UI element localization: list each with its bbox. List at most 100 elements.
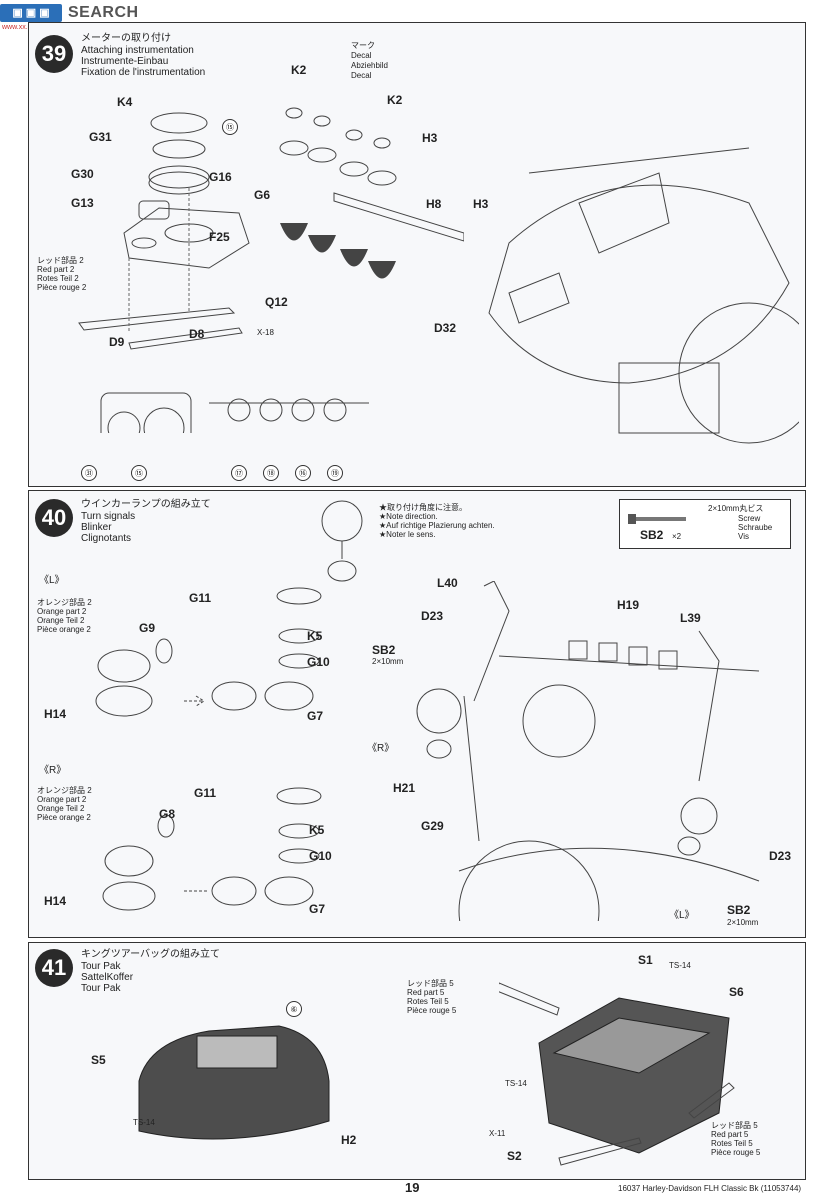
decal-31-marker: ㉛ — [81, 465, 97, 481]
step-title-en: Tour Pak — [81, 961, 121, 972]
part-label-g11a: G11 — [189, 591, 212, 605]
step-number: 39 — [35, 35, 73, 73]
part-label-l40: L40 — [437, 576, 458, 590]
motorcycle-front-diagram — [488, 147, 799, 444]
screw-de: Schraube — [738, 523, 773, 532]
part-label-g31: G31 — [89, 130, 112, 144]
left-mark: 《L》 — [39, 575, 65, 586]
step-title-en: Turn signals — [81, 511, 136, 522]
tour-pak-lid-diagram — [138, 1025, 330, 1140]
screw-icon — [628, 514, 686, 524]
part-label-h14a: H14 — [44, 707, 67, 721]
orange-de-l: Orange Teil 2 — [37, 616, 85, 625]
red-part-fr: Pièce rouge 2 — [37, 283, 87, 292]
orange-de-r: Orange Teil 2 — [37, 804, 85, 813]
part-label-g29: G29 — [421, 819, 444, 833]
step-title-de: SattelKoffer — [81, 972, 134, 983]
part-label-h14b: H14 — [44, 894, 67, 908]
l-mark-main: 《L》 — [669, 910, 695, 921]
part-label-k5b: K5 — [309, 823, 325, 837]
part-label-x11: X-11 — [489, 1129, 506, 1138]
orange-jp-l: オレンジ部品 2 — [37, 598, 92, 607]
red5-en-b: Red part 5 — [711, 1130, 749, 1139]
gauge-row-diagram — [209, 398, 369, 422]
screw-size: 2×10mm丸ビス — [708, 504, 764, 513]
step-title-jp: ウインカーランプの組み立て — [81, 499, 211, 510]
meter-assembly-diagram — [78, 112, 250, 433]
part-label-ts14a: TS-14 — [669, 961, 691, 970]
blinker-installation-diagram — [416, 581, 760, 921]
orange-jp-r: オレンジ部品 2 — [37, 786, 92, 795]
step-title-fr: Tour Pak — [81, 983, 121, 994]
logo-text: SEARCH — [68, 4, 139, 21]
note-de: ★Auf richtige Plazierung achten. — [379, 521, 495, 530]
right-blinker-diagram — [102, 787, 322, 911]
decal-17-marker: ⑰ — [231, 465, 247, 481]
step-title-en: Attaching instrumentation — [81, 45, 194, 56]
direction-note-lamp-diagram — [321, 500, 363, 582]
screw-qty: ×2 — [672, 532, 682, 541]
note-fr: ★Noter le sens. — [379, 530, 436, 539]
part-label-g10a: G10 — [307, 655, 330, 669]
part-label-d32: D32 — [434, 321, 457, 335]
red5-jp-b: レッド部品 5 — [711, 1121, 758, 1130]
part-label-d23b: D23 — [769, 849, 792, 863]
decal-en: Decal — [351, 51, 372, 60]
red-part-de: Rotes Teil 2 — [37, 274, 79, 283]
part-label-l39: L39 — [680, 611, 701, 625]
label-x18: X-18 — [257, 328, 274, 337]
screw-callout-box: 2×10mm丸ビス Screw Schraube Vis SB2 ×2 — [619, 499, 791, 549]
note-en: ★Note direction. — [379, 512, 438, 521]
part-label-d23a: D23 — [421, 609, 444, 623]
step-number: 41 — [35, 949, 73, 987]
part-label-sb2a-size: 2×10mm — [372, 657, 404, 666]
note-jp: ★取り付け角度に注意。 — [379, 503, 467, 512]
red5-de-b: Rotes Teil 5 — [711, 1139, 753, 1148]
part-label-h3a: H3 — [422, 131, 438, 145]
part-label-sb2b: SB2 — [727, 903, 751, 917]
part-label-g9: G9 — [139, 621, 156, 635]
step-number: 40 — [35, 499, 73, 537]
decal-18-marker: ⑱ — [263, 465, 279, 481]
part-label-g13: G13 — [71, 196, 94, 210]
decal-fr: Decal — [351, 71, 372, 80]
right-mark: 《R》 — [39, 765, 67, 776]
part-label-h8: H8 — [426, 197, 442, 211]
part-label-k2b: K2 — [387, 93, 403, 107]
part-label-h2: H2 — [341, 1133, 357, 1147]
part-label-s2: S2 — [507, 1149, 522, 1163]
part-label-sb2a: SB2 — [372, 643, 396, 657]
red-part-jp: レッド部品 2 — [37, 256, 84, 265]
part-label-ts14b: TS-14 — [133, 1118, 155, 1127]
step-title-fr: Fixation de l'instrumentation — [81, 67, 206, 78]
part-label-h19: H19 — [617, 598, 640, 612]
step-40-panel: 40 ウインカーランプの組み立て Turn signals Blinker Cl… — [28, 490, 806, 938]
passing-lamps-diagram — [279, 107, 464, 279]
orange-fr-l: Pièce orange 2 — [37, 625, 91, 634]
logo-mark-icon: ▣ ▣ ▣ — [0, 4, 62, 22]
orange-en-l: Orange part 2 — [37, 607, 87, 616]
product-info: 16037 Harley-Davidson FLH Classic Bk (11… — [618, 1184, 802, 1193]
red5-fr-a: Pièce rouge 5 — [407, 1006, 457, 1015]
part-label-q12: Q12 — [265, 295, 288, 309]
part-label-f25: F25 — [209, 230, 230, 244]
part-label-s1: S1 — [638, 953, 653, 967]
decal-de: Abziehbild — [351, 61, 388, 70]
decal-19-marker: ⑲ — [327, 465, 343, 481]
step-title-jp: キングツアーバッグの組み立て — [81, 949, 220, 960]
red5-en-a: Red part 5 — [407, 988, 445, 997]
screw-part: SB2 — [640, 528, 664, 542]
part-label-g30: G30 — [71, 167, 94, 181]
part-label-g7b: G7 — [309, 902, 326, 916]
part-label-ts14c: TS-14 — [505, 1079, 527, 1088]
decal-15-marker: ⑮ — [222, 119, 238, 135]
decal-15b-marker: ⑮ — [131, 465, 147, 481]
r-mark-main: 《R》 — [367, 743, 395, 754]
step-41-panel: 41 キングツアーバッグの組み立て Tour Pak SattelKoffer … — [28, 942, 806, 1180]
part-label-d8: D8 — [189, 327, 205, 341]
decal-6-marker: ⑥ — [286, 1001, 302, 1017]
screw-fr: Vis — [738, 532, 749, 541]
part-label-g8: G8 — [159, 807, 176, 821]
orange-fr-r: Pièce orange 2 — [37, 813, 91, 822]
red-part-en: Red part 2 — [37, 265, 75, 274]
